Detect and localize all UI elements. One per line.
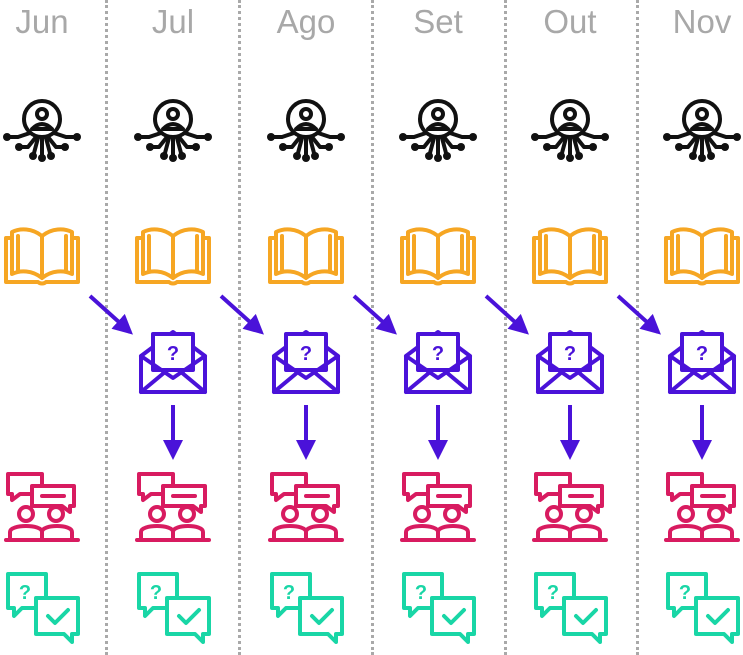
person-network-icon: [266, 91, 346, 171]
group-discussion-icon: [662, 466, 742, 546]
group-discussion-icon: [530, 466, 610, 546]
svg-text:?: ?: [19, 582, 31, 604]
open-book-icon: [530, 214, 610, 294]
column-divider: [105, 0, 108, 655]
diagonal-arrow: [88, 294, 133, 335]
group-discussion-icon: [133, 466, 213, 546]
question-mail-icon: ?: [133, 320, 213, 400]
open-book-icon: [133, 214, 213, 294]
question-mail-icon: ?: [398, 320, 478, 400]
person-network-icon: [133, 91, 213, 171]
month-label-set: Set: [413, 3, 463, 40]
group-discussion-icon: [2, 466, 82, 546]
open-book-icon: [662, 214, 742, 294]
column-divider: [238, 0, 241, 655]
question-answer-check-icon: ?: [398, 568, 478, 648]
question-answer-check-icon: ?: [530, 568, 610, 648]
month-label-jun: Jun: [15, 3, 69, 40]
group-discussion-icon: [398, 466, 478, 546]
person-network-icon: [530, 91, 610, 171]
column-divider: [636, 0, 639, 655]
month-label-nov: Nov: [672, 3, 732, 40]
question-mail-icon: ?: [662, 320, 742, 400]
group-discussion-icon: [266, 466, 346, 546]
open-book-icon: [266, 214, 346, 294]
question-answer-check-icon: ?: [133, 568, 213, 648]
person-network-icon: [2, 91, 82, 171]
diagonal-arrow: [219, 294, 264, 335]
svg-text:?: ?: [696, 343, 708, 365]
person-network-icon: [662, 91, 742, 171]
open-book-icon: [398, 214, 478, 294]
svg-text:?: ?: [415, 582, 427, 604]
question-mail-icon: ?: [530, 320, 610, 400]
month-label-out: Out: [543, 3, 597, 40]
svg-text:?: ?: [167, 343, 179, 365]
question-answer-check-icon: ?: [662, 568, 742, 648]
column-divider: [371, 0, 374, 655]
svg-text:?: ?: [283, 582, 295, 604]
svg-text:?: ?: [432, 343, 444, 365]
svg-text:?: ?: [300, 343, 312, 365]
question-mail-icon: ?: [266, 320, 346, 400]
month-label-ago: Ago: [276, 3, 336, 40]
month-label-jul: Jul: [151, 3, 195, 40]
svg-text:?: ?: [150, 582, 162, 604]
svg-text:?: ?: [547, 582, 559, 604]
question-answer-check-icon: ?: [2, 568, 82, 648]
open-book-icon: [2, 214, 82, 294]
question-answer-check-icon: ?: [266, 568, 346, 648]
person-network-icon: [398, 91, 478, 171]
svg-text:?: ?: [564, 343, 576, 365]
diagonal-arrow: [352, 294, 397, 335]
svg-text:?: ?: [679, 582, 691, 604]
column-divider: [504, 0, 507, 655]
